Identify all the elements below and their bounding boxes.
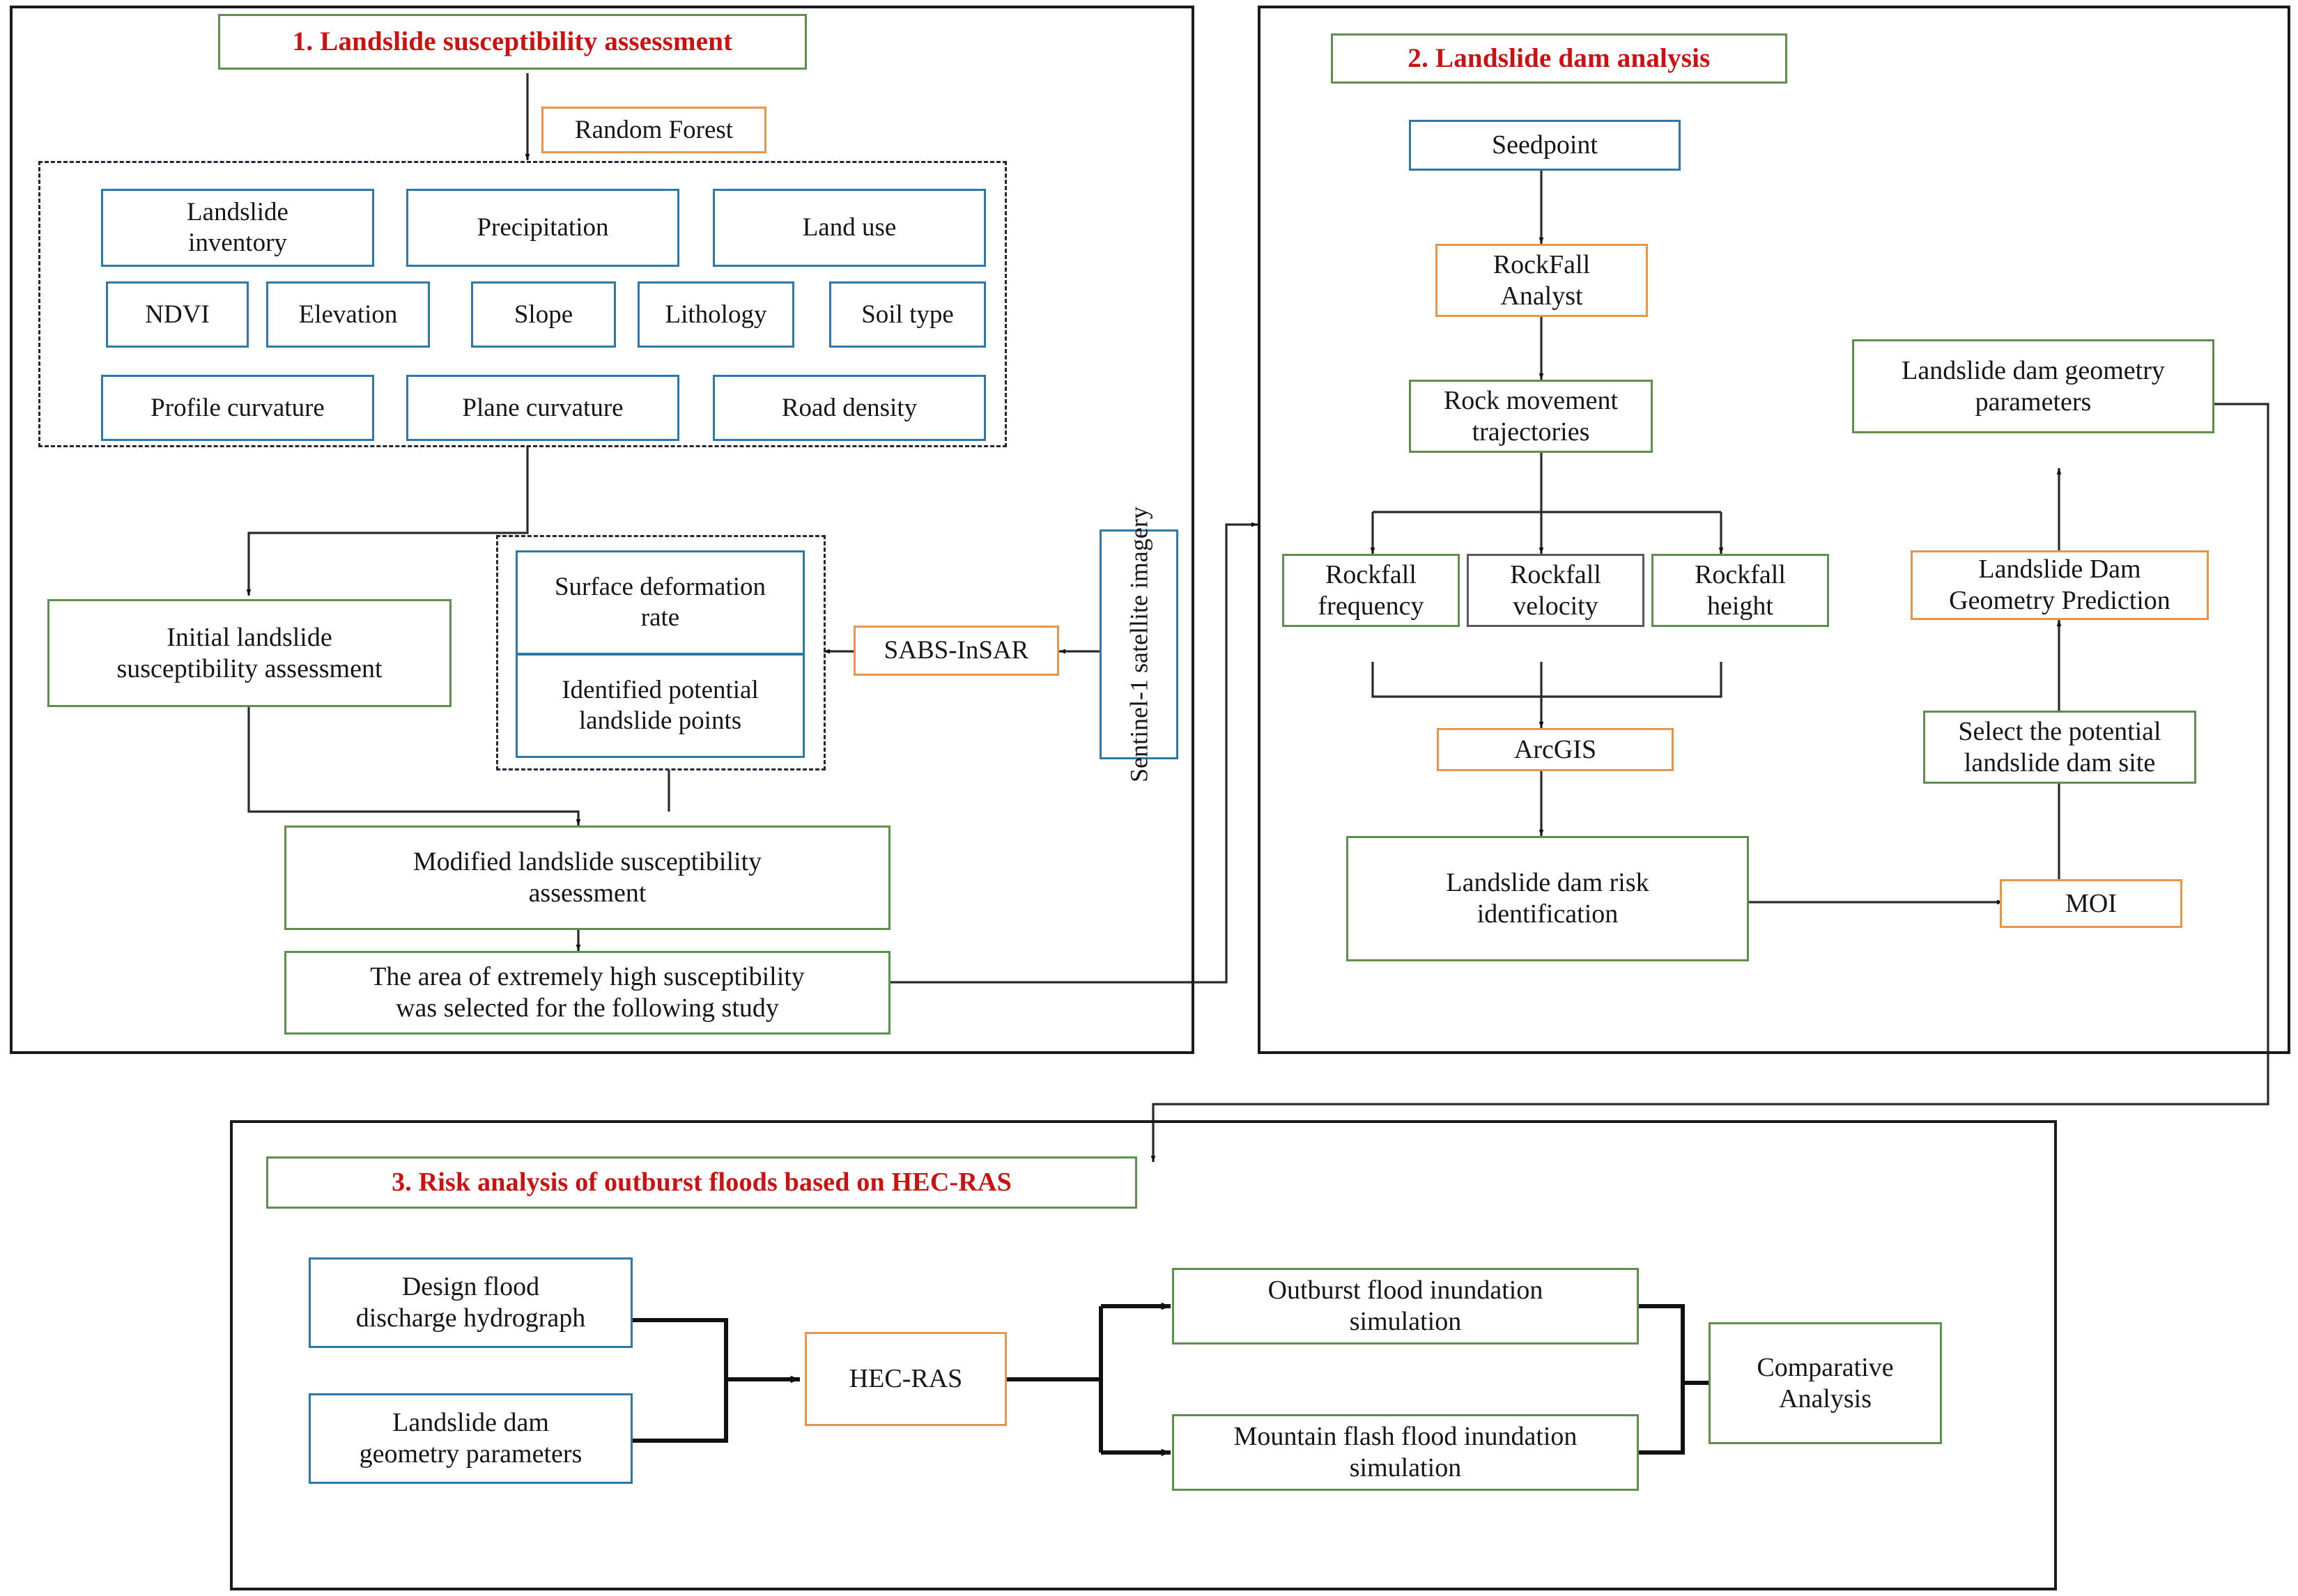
initial-susceptibility-assessment: Initial landslide susceptibility assessm… xyxy=(47,599,452,707)
section-3-title: 3. Risk analysis of outburst floods base… xyxy=(266,1156,1137,1209)
identified-potential-landslide-points: Identified potential landslide points xyxy=(516,653,805,758)
select-potential-dam-site: Select the potential landslide dam site xyxy=(1923,711,2196,784)
factor-road-density: Road density xyxy=(713,375,986,441)
landslide-dam-risk-identification: Landslide dam risk identification xyxy=(1346,836,1749,961)
factor-land-use: Land use xyxy=(713,189,986,267)
surface-deformation-rate: Surface deformation rate xyxy=(516,550,805,655)
design-flood-discharge-hydrograph: Design flood discharge hydrograph xyxy=(309,1257,633,1348)
panel-section-3 xyxy=(230,1120,2057,1590)
factor-ndvi: NDVI xyxy=(106,281,249,348)
factor-soil-type: Soil type xyxy=(829,281,986,348)
landslide-dam-geometry-parameters: Landslide dam geometry parameters xyxy=(1852,339,2214,433)
insar-results-group xyxy=(496,535,826,770)
sentinel-1-satellite-imagery: Sentinel-1 satellite imagery xyxy=(1100,506,1178,782)
rockfall-analyst-box: RockFall Analyst xyxy=(1435,244,1648,317)
modified-susceptibility-assessment: Modified landslide susceptibility assess… xyxy=(284,826,890,930)
section-2-title: 2. Landslide dam analysis xyxy=(1331,33,1787,84)
comparative-analysis-box: Comparative Analysis xyxy=(1709,1322,1942,1444)
rock-movement-trajectories: Rock movement trajectories xyxy=(1409,380,1653,453)
arcgis-box: ArcGIS xyxy=(1437,728,1674,771)
factor-slope: Slope xyxy=(471,281,616,348)
moi-box: MOI xyxy=(2000,879,2182,928)
landslide-dam-geometry-parameters-input: Landslide dam geometry parameters xyxy=(309,1393,633,1484)
factor-landslide-inventory: Landslide inventory xyxy=(101,189,374,267)
conditioning-factors-group xyxy=(38,161,1007,447)
landslide-dam-geometry-prediction: Landslide Dam Geometry Prediction xyxy=(1911,550,2209,620)
panel-section-1 xyxy=(10,6,1194,1054)
factor-precipitation: Precipitation xyxy=(406,189,679,267)
section-1-title: 1. Landslide susceptibility assessment xyxy=(218,14,807,70)
factor-plane-curvature: Plane curvature xyxy=(406,375,679,441)
rockfall-frequency-box: Rockfall frequency xyxy=(1282,554,1460,627)
seedpoint-box: Seedpoint xyxy=(1409,120,1681,171)
random-forest-box: Random Forest xyxy=(541,107,766,153)
factor-lithology: Lithology xyxy=(638,281,794,348)
factor-elevation: Elevation xyxy=(266,281,430,348)
factor-profile-curvature: Profile curvature xyxy=(101,375,374,441)
sabs-insar-box: SABS-InSAR xyxy=(854,626,1059,676)
panel-section-2 xyxy=(1258,6,2290,1054)
hec-ras-model-box: HEC-RAS xyxy=(805,1332,1007,1426)
mountain-flash-flood-inundation-simulation: Mountain flash flood inundation simulati… xyxy=(1172,1414,1639,1491)
selected-area-box: The area of extremely high susceptibilit… xyxy=(284,951,890,1035)
outburst-flood-inundation-simulation: Outburst flood inundation simulation xyxy=(1172,1268,1639,1345)
rockfall-velocity-box: Rockfall velocity xyxy=(1467,554,1644,627)
rockfall-height-box: Rockfall height xyxy=(1651,554,1829,627)
